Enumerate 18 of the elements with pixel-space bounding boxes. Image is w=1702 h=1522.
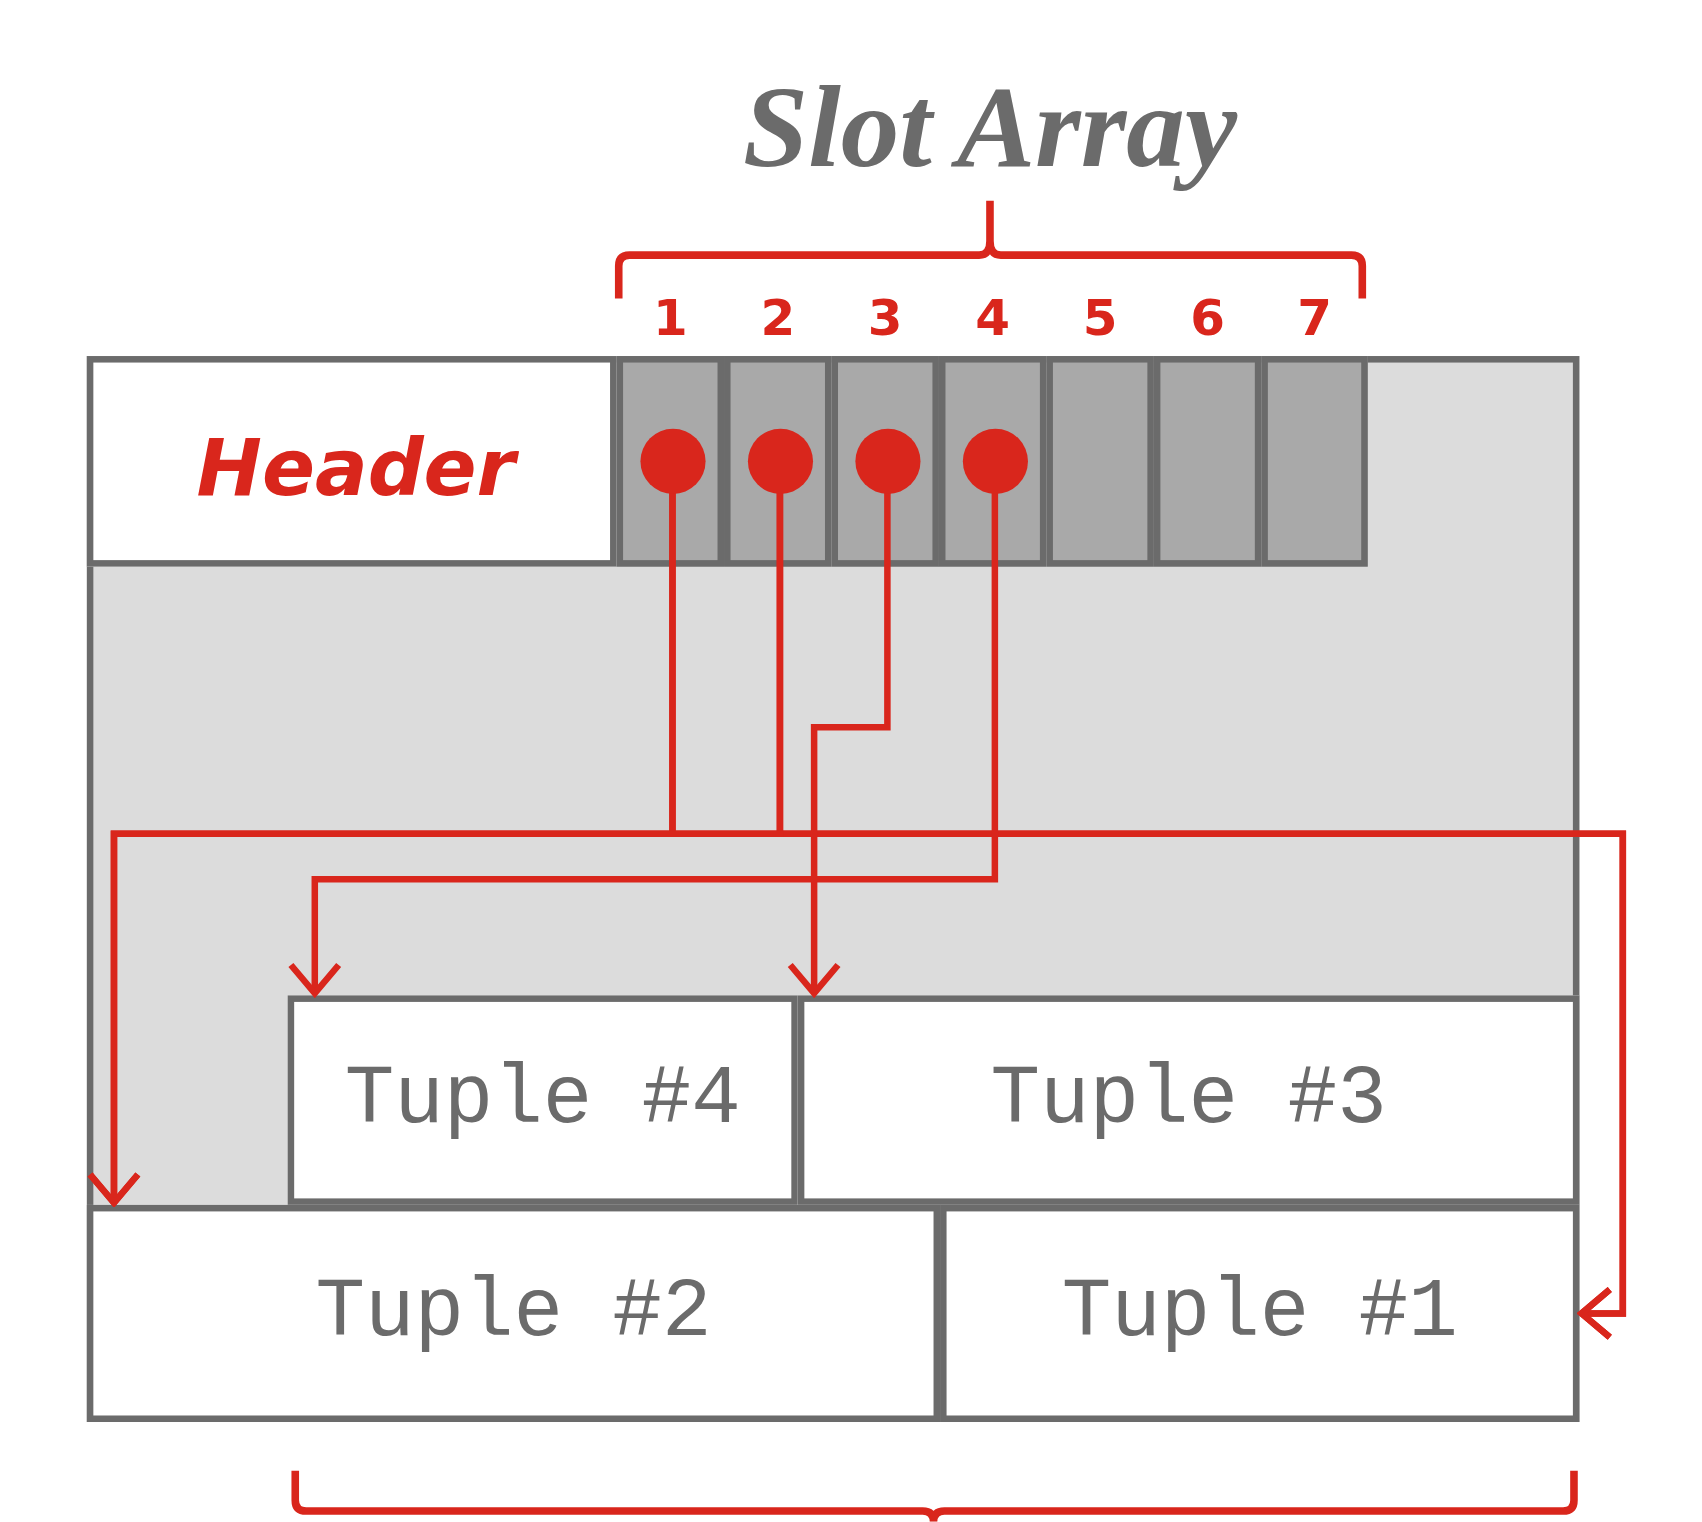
- tuple-box: [797, 995, 1580, 1205]
- slot-number: 1: [652, 288, 688, 348]
- slot-number: 6: [1190, 288, 1225, 348]
- arrow: [787, 491, 891, 997]
- tuple-label: Tuple #2: [315, 1266, 712, 1361]
- slot-number: 2: [760, 288, 796, 348]
- slot-number: 7: [1297, 288, 1332, 348]
- tuple-box: [287, 995, 798, 1205]
- tuple-label: Tuple #4: [344, 1053, 741, 1147]
- slot-number: 4: [975, 288, 1011, 348]
- tuple-label: Tuple #1: [1061, 1266, 1458, 1361]
- arrow: [287, 491, 999, 997]
- arrow: [86, 491, 784, 1206]
- header-box: [86, 356, 617, 567]
- tuple-label: Tuple #3: [990, 1053, 1387, 1147]
- bracket-label: Slot Array: [742, 60, 1237, 194]
- slot-number: 3: [867, 288, 903, 348]
- slot-number: 5: [1082, 288, 1118, 348]
